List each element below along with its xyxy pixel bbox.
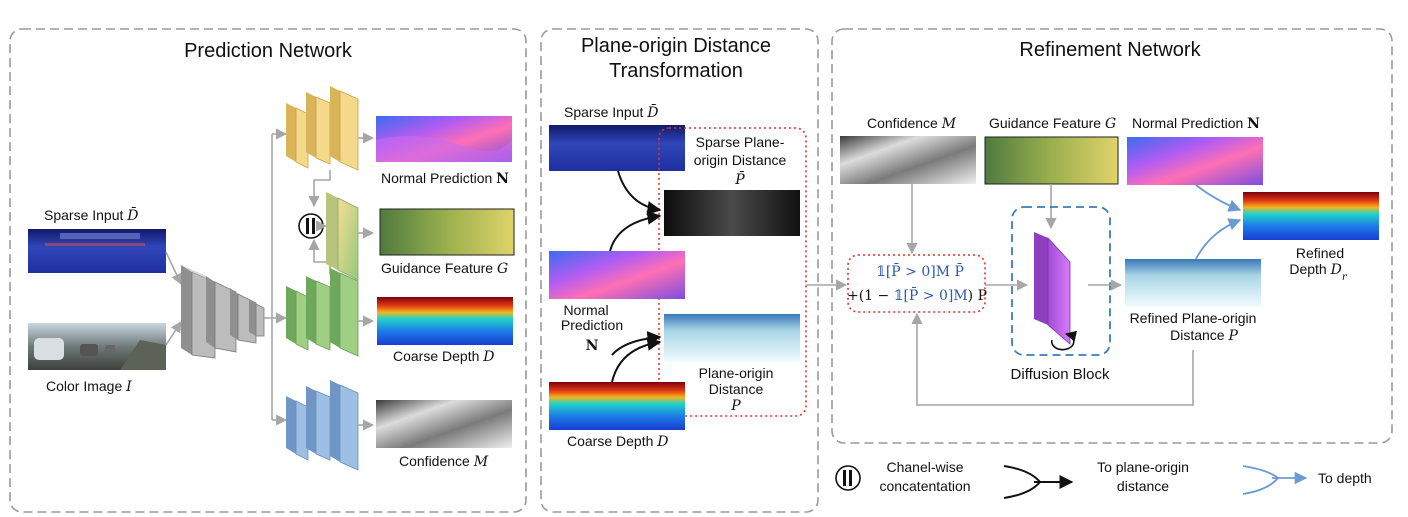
plane-origin-title-line2: Transformation	[609, 60, 743, 82]
arrow-normal-to-sparse-plane	[609, 210, 662, 252]
ref-refined-plane-label-line1: Refined Plane-origin	[1130, 310, 1257, 326]
ref-guidance-label: Guidance Feature G	[989, 115, 1116, 132]
po-sparse-plane-label-line2: origin Distance	[694, 152, 787, 168]
pred-color-image-label: Color Image I	[46, 378, 132, 395]
arrow-coarse-to-plane-origin	[611, 336, 662, 383]
arrow-sparse-to-encoder	[165, 251, 182, 286]
encoder-branch-lines	[264, 134, 273, 420]
po-normal-label-line1: Normal	[563, 302, 608, 318]
diffusion-loop-icon	[1050, 330, 1078, 351]
refinement-panel	[831, 28, 1393, 444]
po-sparse-input-image	[549, 125, 685, 171]
po-normal-label-line2: Prediction	[561, 317, 623, 333]
ref-guidance-image	[984, 136, 1119, 185]
po-sparse-plane-label-line1: Sparse Plane-	[696, 134, 785, 150]
po-coarse-depth-image	[549, 382, 685, 430]
ref-refined-depth-label-line2: Depth Dr	[1289, 261, 1347, 283]
diffusion-block-label: Diffusion Block	[1011, 366, 1110, 383]
pred-normal-image	[376, 116, 512, 162]
po-sparse-plane-sym: P̄	[734, 170, 745, 188]
po-sparse-plane-image	[664, 190, 800, 236]
legend-concat-line1: Chanel-wise	[886, 459, 963, 475]
formula-box	[847, 254, 986, 313]
depth-decoder-blocks	[286, 268, 359, 357]
pred-sparse-input-label: Sparse Input D̄	[44, 206, 139, 224]
ref-refined-depth-label-line1: Refined	[1296, 245, 1344, 261]
pred-guidance-label: Guidance Feature G	[381, 260, 508, 277]
prediction-title: Prediction Network	[184, 40, 353, 62]
diffusion-layer	[1034, 232, 1071, 345]
prediction-panel	[9, 28, 527, 513]
po-red-dotted-box	[658, 127, 807, 417]
formula-line1: 𝟙[P̄ > 0]M P̄	[876, 262, 964, 280]
arrow-sparse-to-sparse-plane	[617, 170, 662, 215]
pred-normal-label: Normal Prediction N	[381, 170, 509, 187]
ref-normal-image	[1127, 137, 1263, 185]
ref-refined-depth-image	[1243, 192, 1379, 240]
legend-depth-arrow-icon	[1242, 465, 1280, 495]
pred-confidence-label: Confidence M	[399, 453, 489, 470]
po-plane-origin-label-line1: Plane-origin	[699, 365, 774, 381]
arrow-normal-to-refined-depth	[1195, 184, 1242, 212]
po-normal-image	[549, 251, 685, 299]
arrow-plane-to-refined-depth	[1195, 218, 1242, 260]
ref-confidence-image	[840, 136, 976, 184]
legend-concat-icon	[835, 465, 861, 491]
pred-confidence-image	[376, 400, 512, 448]
po-normal-sym: N	[586, 338, 599, 354]
po-plane-origin-image	[664, 314, 800, 362]
normal-decoder-blocks	[286, 86, 359, 171]
diffusion-dashed-box	[1011, 206, 1111, 356]
arrow-normal-to-plane-origin	[611, 331, 662, 356]
po-coarse-depth-label: Coarse Depth D	[567, 433, 669, 450]
encoder-blocks	[181, 265, 265, 359]
confidence-decoder-blocks	[286, 380, 359, 471]
normal-to-concat-link	[308, 170, 331, 208]
refinement-title: Refinement Network	[1019, 39, 1201, 61]
ref-normal-label: Normal Prediction N	[1132, 115, 1260, 132]
ref-confidence-label: Confidence M	[867, 115, 957, 132]
po-plane-origin-label-line2: Distance	[709, 381, 764, 397]
ref-refined-plane-label-line2: Distance P	[1170, 327, 1238, 344]
pred-guidance-image	[379, 208, 515, 256]
po-sparse-input-label: Sparse Input D̄	[564, 103, 659, 121]
refinement-feedback-loop	[911, 312, 1194, 406]
plane-origin-panel	[540, 28, 819, 513]
plane-origin-title-line1: Plane-origin Distance	[581, 35, 771, 57]
pred-color-image	[28, 323, 166, 370]
formula-line2: +(1 − 𝟙[P̄ > 0]M) P	[847, 286, 987, 304]
arrow-color-to-encoder	[165, 321, 182, 346]
guidance-decoder-block	[326, 192, 359, 281]
legend-plane-line1: To plane-origin	[1097, 459, 1189, 475]
ref-refined-plane-image	[1125, 259, 1261, 307]
pred-sparse-input-image	[28, 229, 166, 273]
legend-concat-line2: concatentation	[879, 478, 970, 494]
po-plane-origin-sym: P	[730, 398, 741, 414]
pred-coarse-depth-image	[377, 297, 513, 345]
pred-coarse-depth-label: Coarse Depth D	[393, 348, 495, 365]
legend-plane-line2: distance	[1117, 478, 1169, 494]
legend-to-depth: To depth	[1318, 470, 1372, 486]
concat-symbol	[298, 213, 324, 239]
